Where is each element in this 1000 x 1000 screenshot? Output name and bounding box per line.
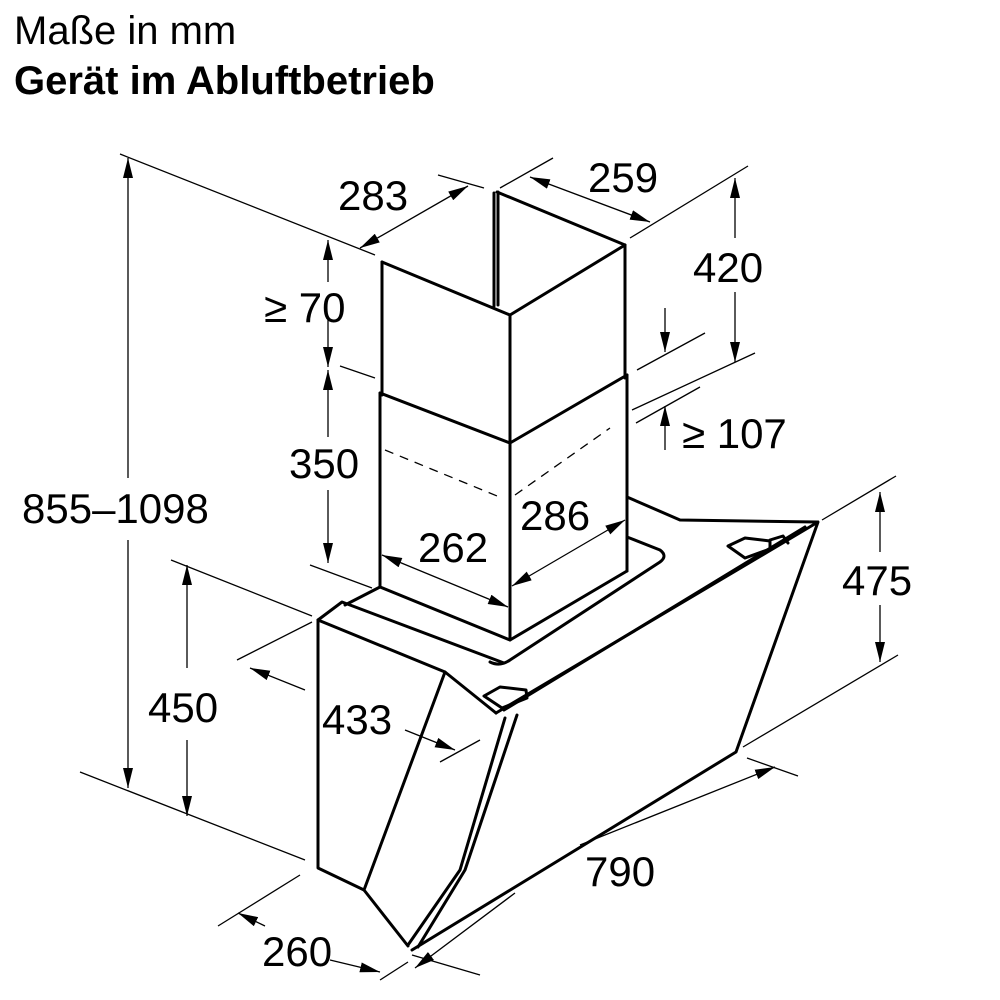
- label-overlap-top: ≥ 70: [264, 284, 345, 331]
- label-hood-width: 790: [585, 848, 655, 895]
- label-total-height: 855–1098: [22, 485, 209, 532]
- dimension-lines: [123, 158, 885, 973]
- label-upper-chimney-depth: 283: [338, 172, 408, 219]
- upper-chimney: [380, 190, 627, 445]
- label-lower-chimney-width: 286: [520, 492, 590, 539]
- label-overlap-bottom: ≥ 107: [682, 410, 787, 457]
- label-hood-depth-top: 433: [322, 696, 392, 743]
- extension-lines: [79, 153, 899, 981]
- label-hood-height-front: 475: [842, 557, 912, 604]
- label-hood-depth-bottom: 260: [262, 928, 332, 975]
- page-subtitle: Gerät im Abluftbetrieb: [14, 59, 435, 103]
- dimension-labels: 855–1098 283 259 420 ≥ 70 ≥ 107 350 262 …: [22, 154, 912, 975]
- label-upper-chimney-width: 259: [588, 154, 658, 201]
- label-hood-height-side: 450: [148, 684, 218, 731]
- hood-body: [316, 495, 820, 952]
- label-upper-chimney-height: 420: [693, 244, 763, 291]
- label-lower-chimney-depth: 262: [418, 524, 488, 571]
- label-lower-chimney-height: 350: [289, 440, 359, 487]
- page-title: Maße in mm: [14, 9, 237, 53]
